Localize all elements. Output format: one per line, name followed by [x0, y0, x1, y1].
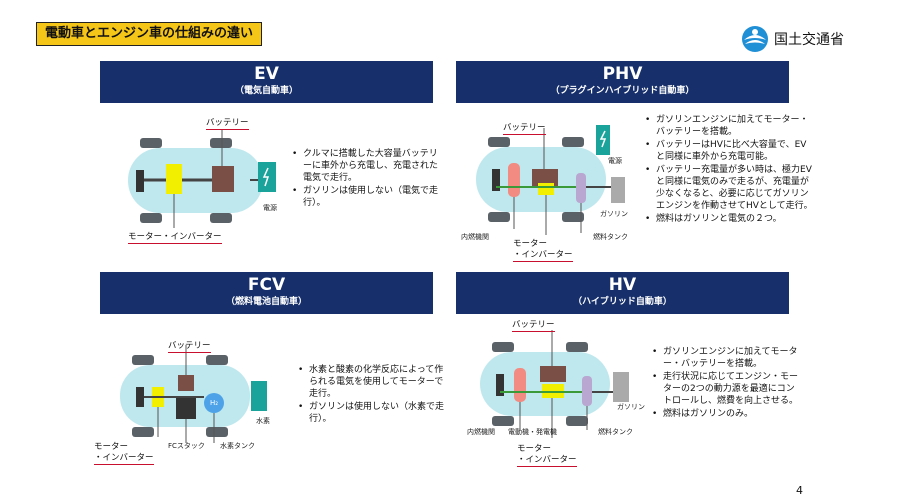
- wheel: [492, 342, 514, 352]
- motor-block: [538, 183, 554, 195]
- logo-text: 国土交通省: [774, 32, 844, 48]
- axle: [492, 169, 500, 191]
- wheel: [488, 137, 510, 147]
- wheel: [562, 212, 584, 222]
- page-number: 4: [796, 484, 803, 497]
- fcv-title: FCV: [247, 275, 286, 295]
- ev-battery-label: バッテリー: [206, 118, 249, 130]
- ev-header: EV （電気自動車）: [100, 61, 433, 103]
- list-item: ガソリンは使用しない（電気で走行）。: [292, 185, 444, 209]
- list-item: バッテリー充電量が多い時は、極力EVと同様に電気のみで走るが、充電量が少なくなる…: [645, 164, 815, 212]
- ev-power-label: 電源: [263, 204, 277, 212]
- list-item: クルマに搭載した大容量バッテリーに車外から充電し、充電された電気で走行。: [292, 148, 444, 184]
- phv-title: PHV: [602, 64, 643, 84]
- fc-stack-block: [176, 397, 196, 419]
- battery-block: [532, 169, 558, 187]
- fuel-tank-block: [582, 376, 592, 406]
- ev-diagram: [128, 130, 276, 228]
- phv-fuel-tank-label: 燃料タンク: [593, 233, 628, 241]
- wheel: [210, 213, 232, 223]
- list-item: ガソリンは使用しない（水素で走行）。: [298, 401, 448, 425]
- axle: [136, 387, 144, 407]
- wheel: [562, 137, 584, 147]
- phv-gasoline-label: ガソリン: [600, 210, 628, 218]
- hv-header: HV （ハイブリッド自動車）: [456, 272, 789, 314]
- mlit-logo: 国土交通省: [740, 24, 860, 54]
- wheel: [206, 427, 228, 437]
- battery-block: [540, 366, 566, 382]
- phv-header: PHV （プラグインハイブリッド自動車）: [456, 61, 789, 103]
- list-item: 燃料はガソリンと電気の２つ。: [645, 213, 815, 225]
- axle: [136, 170, 144, 192]
- fcv-battery-label: バッテリー: [168, 341, 211, 353]
- phv-engine-label: 内燃機関: [461, 233, 489, 241]
- hv-bullets: ガソリンエンジンに加えてモーター・バッテリーを搭載。 走行状況に応じてエンジン・…: [652, 346, 802, 421]
- hv-motor-label-2: ・インバーター: [517, 455, 577, 467]
- gas-pump-icon: [611, 177, 625, 203]
- engine-block: [508, 163, 520, 197]
- hv-motor-label-1: モーター: [517, 444, 552, 454]
- hydrogen-station-icon: [251, 381, 267, 411]
- fuel-tank-block: [576, 173, 586, 203]
- hv-title: HV: [608, 275, 637, 295]
- list-item: ガソリンエンジンに加えてモーター・バッテリーを搭載。: [652, 346, 802, 370]
- charger-icon: [596, 125, 610, 155]
- fcv-bullets: 水素と酸素の化学反応によって作られる電気を使用してモーターで走行。 ガソリンは使…: [298, 364, 448, 426]
- list-item: 水素と酸素の化学反応によって作られる電気を使用してモーターで走行。: [298, 364, 448, 400]
- ev-title: EV: [254, 64, 279, 84]
- motor-block: [166, 164, 182, 194]
- hv-battery-label: バッテリー: [512, 320, 555, 332]
- wheel: [132, 355, 154, 365]
- phv-diagram: [476, 125, 625, 235]
- hv-diagram: [480, 330, 629, 438]
- fcv-header: FCV （燃料電池自動車）: [100, 272, 433, 314]
- wheel: [492, 416, 514, 426]
- list-item: バッテリーはHVに比べ大容量で、EVと同様に車外から充電可能。: [645, 139, 815, 163]
- wheel: [206, 355, 228, 365]
- hv-motor-gen-label: 電動機・発電機: [508, 428, 557, 436]
- battery-block: [212, 166, 234, 192]
- wheel: [140, 213, 162, 223]
- list-item: ガソリンエンジンに加えてモーター・バッテリーを搭載。: [645, 114, 815, 138]
- fcv-motor-label-2: ・インバーター: [94, 453, 154, 465]
- hv-fuel-tank-label: 燃料タンク: [598, 428, 633, 436]
- phv-motor-label-2: ・インバーター: [513, 250, 573, 262]
- ev-motor-label: モーター・インバーター: [128, 232, 222, 244]
- fcv-hydrogen-tank-label: 水素タンク: [220, 442, 255, 450]
- mlit-logo-icon: [742, 26, 768, 52]
- phv-bullets: ガソリンエンジンに加えてモーター・バッテリーを搭載。 バッテリーはHVに比べ大容…: [645, 114, 815, 226]
- fcv-fc-stack-label: FCスタック: [168, 442, 205, 450]
- wheel: [566, 342, 588, 352]
- list-item: 燃料はガソリンのみ。: [652, 408, 802, 420]
- fcv-h2-label: H₂: [210, 399, 219, 407]
- battery-block: [178, 375, 194, 391]
- engine-block: [514, 368, 526, 402]
- hv-engine-label: 内燃機関: [467, 428, 495, 436]
- wheel: [210, 138, 232, 148]
- page-title: 電動車とエンジン車の仕組みの違い: [36, 22, 263, 46]
- hydrogen-tank-icon: [204, 393, 224, 413]
- ev-bullets: クルマに搭載した大容量バッテリーに車外から充電し、充電された電気で走行。 ガソリ…: [292, 148, 444, 210]
- hv-subtitle: （ハイブリッド自動車）: [573, 297, 672, 307]
- phv-motor-label-1: モーター: [513, 239, 548, 249]
- hv-gasoline-label: ガソリン: [617, 403, 645, 411]
- gas-pump-icon: [613, 372, 629, 402]
- wheel: [140, 138, 162, 148]
- wheel: [566, 416, 588, 426]
- wheel: [132, 427, 154, 437]
- fcv-subtitle: （燃料電池自動車）: [225, 297, 307, 307]
- axle: [496, 374, 504, 396]
- wheel: [488, 212, 510, 222]
- phv-power-label: 電源: [608, 157, 622, 165]
- phv-battery-label: バッテリー: [503, 123, 546, 135]
- fcv-motor-label-1: モーター: [94, 442, 129, 452]
- phv-subtitle: （プラグインハイブリッド自動車）: [550, 86, 695, 96]
- fcv-hydrogen-label: 水素: [256, 417, 270, 425]
- ev-subtitle: （電気自動車）: [234, 86, 298, 96]
- list-item: 走行状況に応じてエンジン・モーターの2つの動力源を最適にコントロールし、燃費を向…: [652, 371, 802, 407]
- fcv-diagram: [120, 345, 267, 443]
